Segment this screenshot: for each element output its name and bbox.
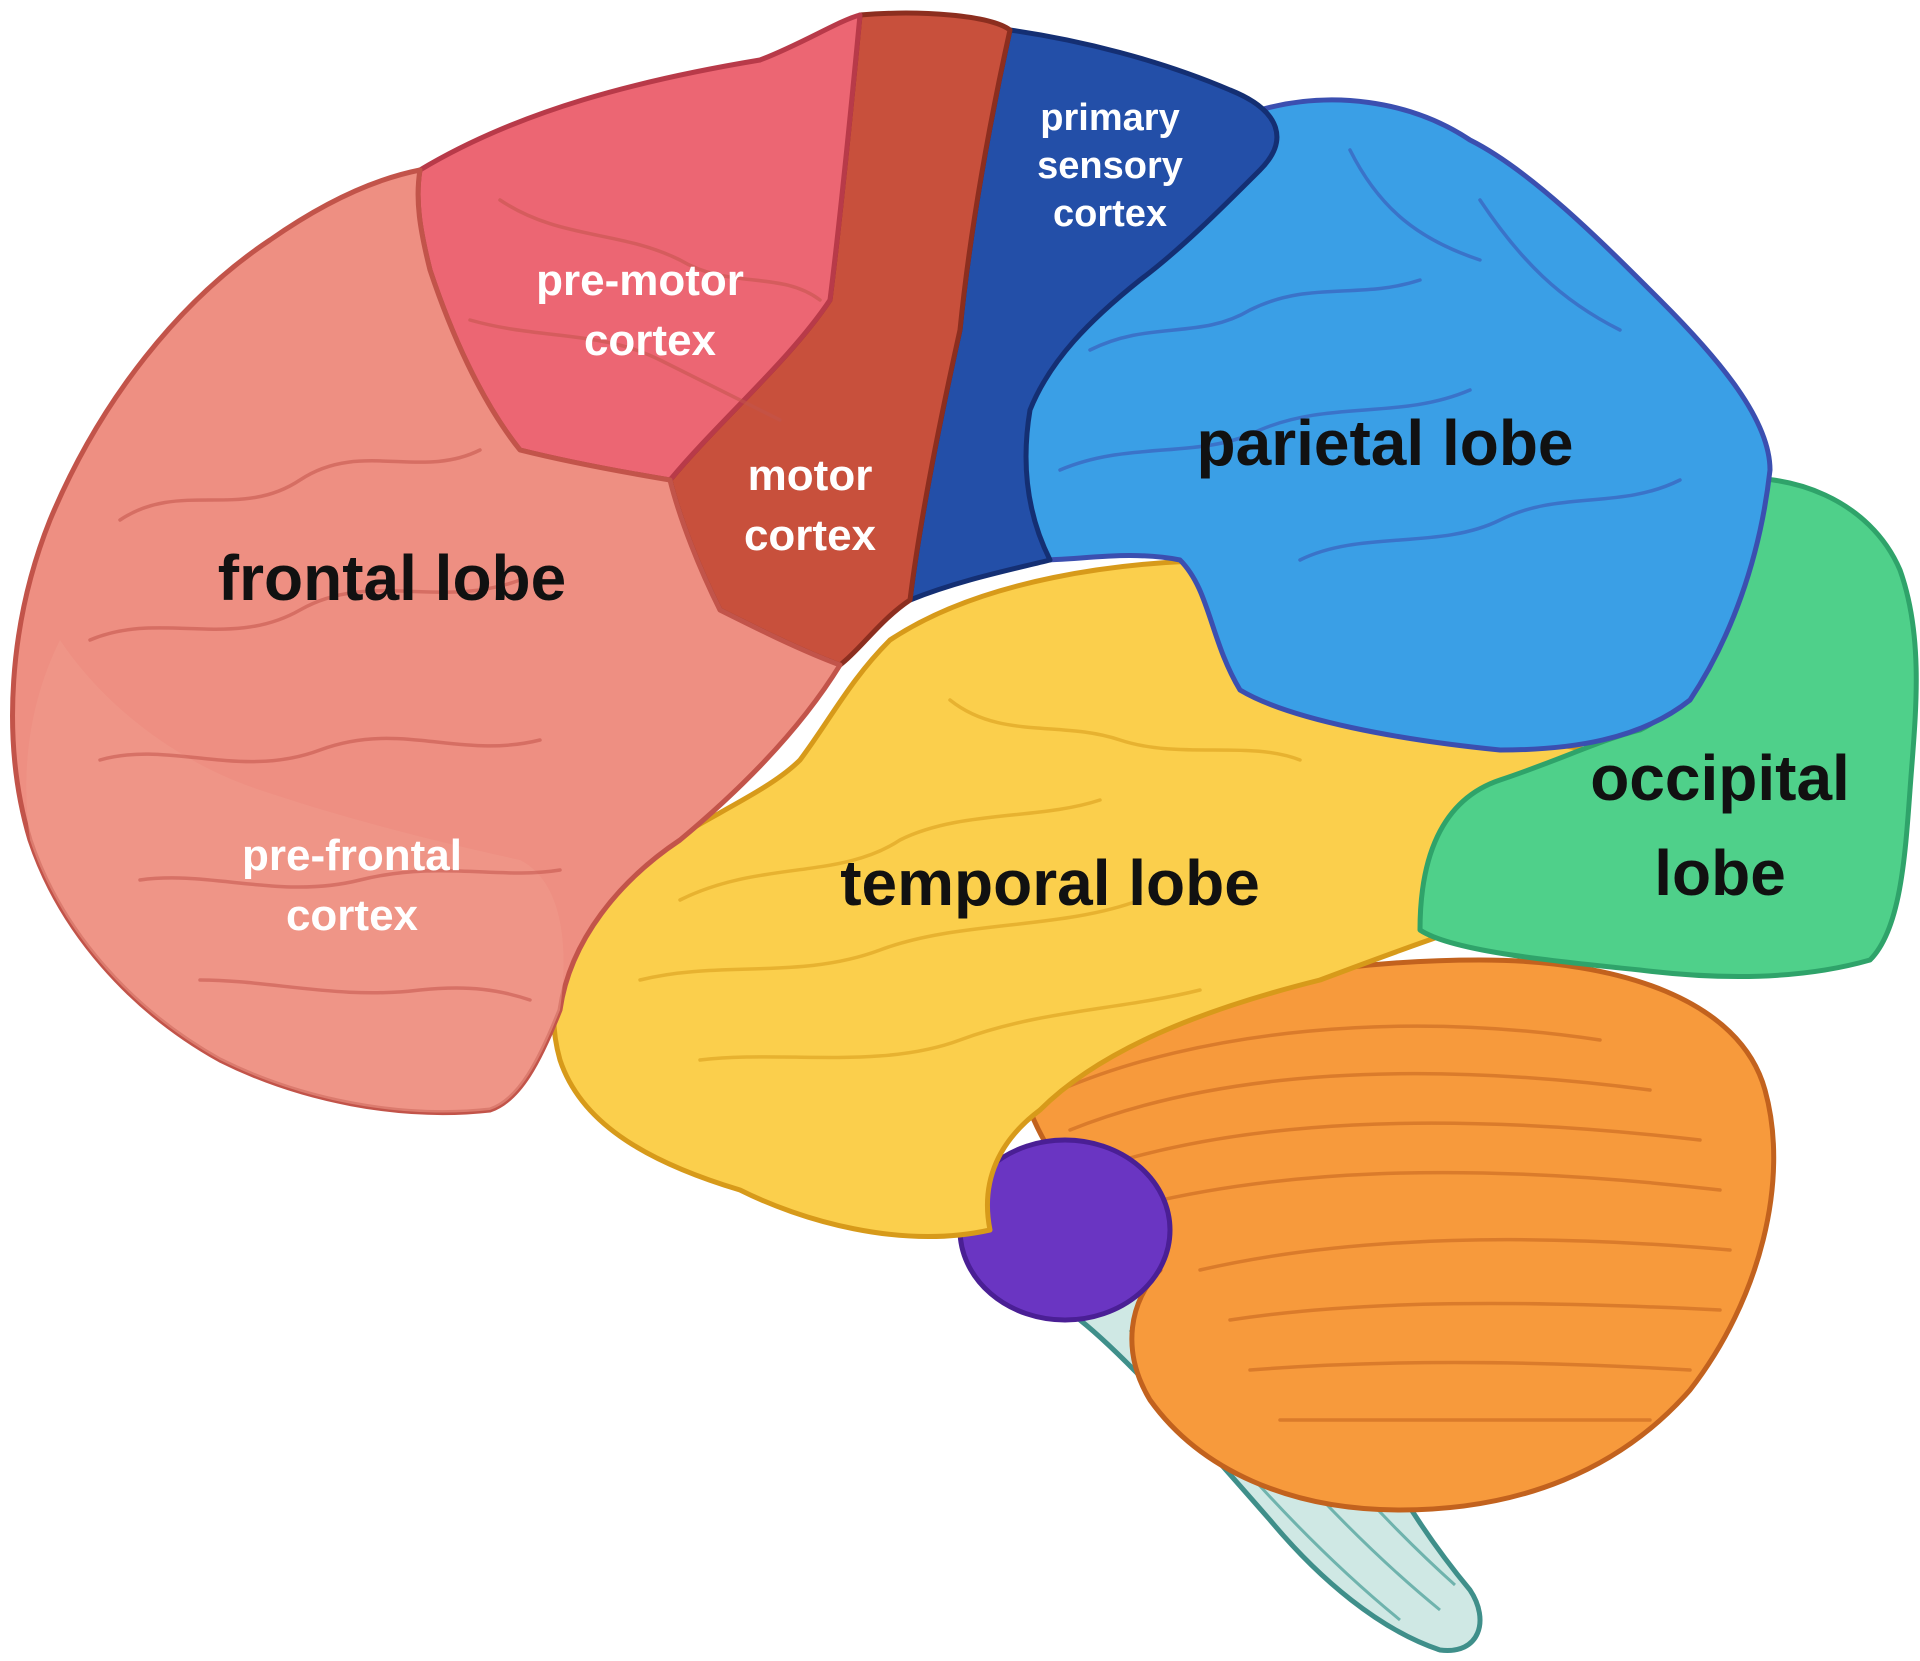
temporal-lobe-folds: [638, 698, 1302, 1062]
prefrontal-cortex-label-line1: pre-frontal: [242, 831, 462, 880]
parietal-lobe-label: parietal lobe: [1197, 407, 1574, 479]
motor-cortex-label-line1: motor: [748, 451, 873, 500]
primary-sensory-cortex-label-line3: cortex: [1053, 193, 1167, 235]
cerebellum-folds: [1058, 1024, 1732, 1422]
primary-sensory-cortex-label-line2: sensory: [1037, 145, 1183, 187]
parietal-lobe-folds: [1058, 148, 1682, 562]
premotor-cortex-label-line2: cortex: [584, 316, 717, 365]
frontal-lobe-folds: [88, 198, 822, 1002]
cerebellum: [1017, 957, 1777, 1513]
frontal-lobe-label: frontal lobe: [218, 542, 566, 614]
primary-sensory-cortex-label-line1: primary: [1040, 97, 1179, 139]
prefrontal-cortex: [26, 640, 564, 1113]
premotor-cortex-label-line1: pre-motor: [536, 256, 744, 305]
occipital-lobe-label-line1: occipital: [1590, 742, 1850, 814]
occipital-lobe-label-line2: lobe: [1654, 837, 1786, 909]
temporal-lobe-label: temporal lobe: [840, 847, 1260, 919]
prefrontal-cortex-label-line2: cortex: [286, 891, 419, 940]
motor-cortex-label-line2: cortex: [744, 511, 877, 560]
